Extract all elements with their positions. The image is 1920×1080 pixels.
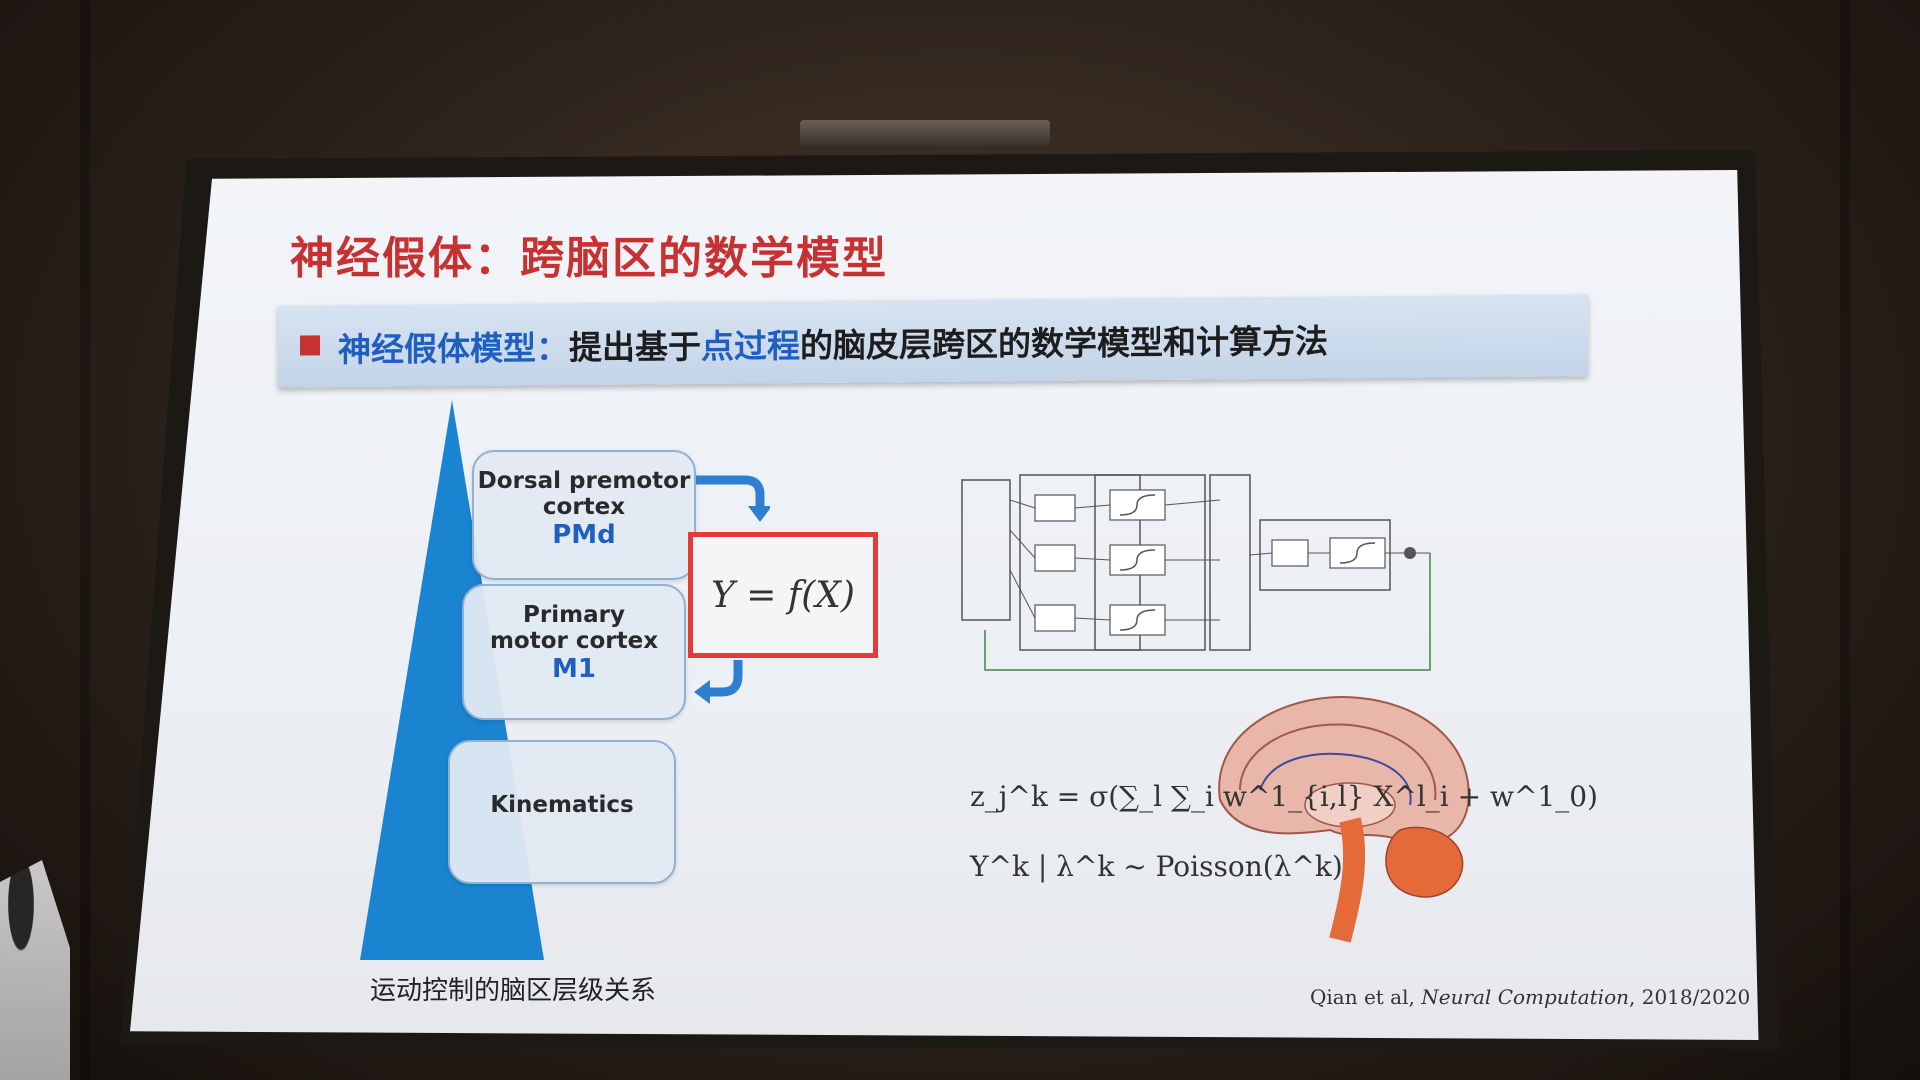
arrow-head-icon (694, 680, 710, 704)
m1-abbr: M1 (552, 654, 596, 684)
arrow-back-icon (710, 660, 743, 697)
audience-person (0, 860, 70, 1080)
pmd-box: Dorsal premotor cortex PMd (472, 450, 696, 580)
formula-poisson: Y^k | λ^k ~ Poisson(λ^k) (970, 850, 1343, 883)
citation-authors: Qian et al, (1310, 985, 1415, 1009)
wall-panel (1840, 0, 1850, 1080)
square-bullet-icon (300, 335, 320, 356)
pmd-abbr: PMd (552, 520, 616, 550)
citation-journal: Neural Computation (1421, 985, 1629, 1009)
citation: Qian et al, Neural Computation, 2018/202… (1310, 985, 1750, 1009)
m1-line1: Primary (523, 602, 625, 628)
citation-years: , 2018/2020 (1629, 985, 1751, 1009)
network-diagram (961, 474, 1431, 671)
brain-illustration (1218, 696, 1470, 943)
m1-box: Primary motor cortex M1 (462, 584, 686, 720)
banner-text-after: 的脑皮层跨区的数学模型和计算方法 (800, 321, 1328, 366)
banner-lead: 神经假体模型： (338, 328, 569, 370)
pmd-line1: Dorsal premotor (477, 468, 691, 494)
pmd-line2: cortex (542, 494, 626, 520)
slide-title: 神经假体：跨脑区的数学模型 (290, 233, 888, 284)
banner-text-before: 提出基于 (569, 327, 701, 368)
projection-screen: 神经假体：跨脑区的数学模型 神经假体模型：提出基于点过程的脑皮层跨区的数学模型和… (130, 170, 1759, 1040)
equation-box: Y = f(X) (688, 532, 878, 658)
wall-panel (80, 0, 90, 1080)
banner-highlight: 点过程 (701, 326, 800, 367)
arrow-head-icon (748, 506, 770, 522)
screen-mount-bar (800, 120, 1050, 146)
kinematics-box: Kinematics (448, 740, 676, 884)
m1-line2: motor cortex (489, 628, 659, 654)
kinematics-label: Kinematics (490, 792, 634, 818)
flow-arrows (694, 475, 770, 704)
arrow-down-icon (696, 475, 765, 508)
formula-sigmoid: z_j^k = σ(∑_l ∑_i w^1_{i,l} X^l_i + w^1_… (970, 780, 1598, 813)
banner-text: 神经假体模型：提出基于点过程的脑皮层跨区的数学模型和计算方法 (338, 315, 1328, 372)
subtitle-banner: 神经假体模型：提出基于点过程的脑皮层跨区的数学模型和计算方法 (278, 294, 1588, 388)
pyramid-caption: 运动控制的脑区层级关系 (370, 976, 657, 1006)
